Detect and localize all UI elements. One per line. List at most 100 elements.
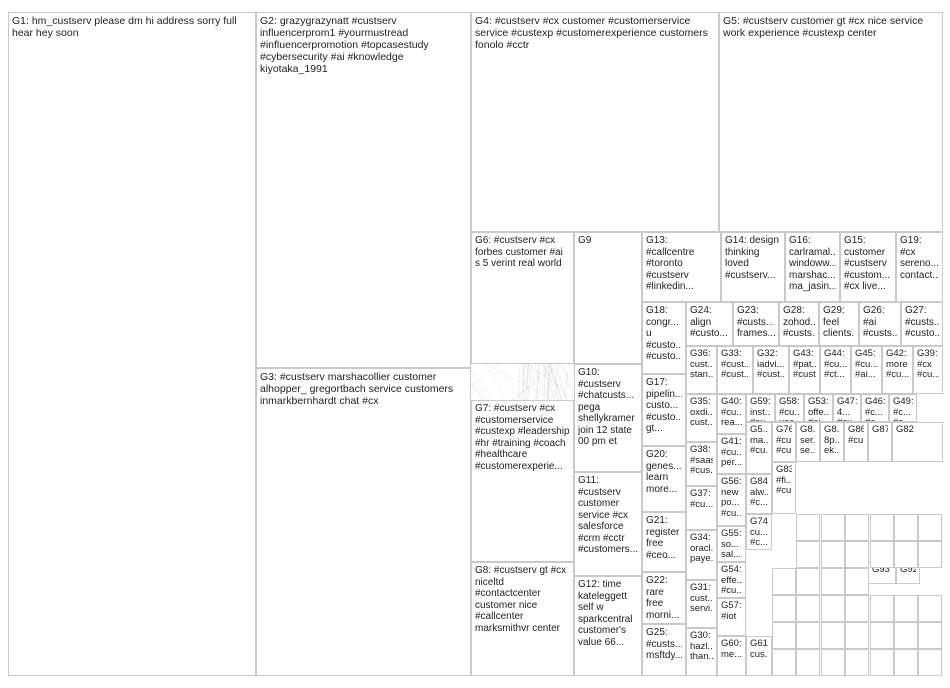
- group-panel-g10[interactable]: G10: #custserv #chatcusts... pega shelly…: [574, 364, 642, 472]
- group-panel-g8c[interactable]: G8... 8p... ek...: [820, 422, 844, 462]
- tiny-group-cell[interactable]: [918, 541, 942, 568]
- tiny-group-cell[interactable]: [772, 649, 796, 676]
- group-panel-g40[interactable]: G40: #cu... rea...: [717, 394, 746, 434]
- group-panel-g41[interactable]: G41: #cu... per...: [717, 434, 746, 474]
- tiny-group-cell[interactable]: [845, 514, 869, 541]
- group-panel-g56[interactable]: G56: new po... #cu...: [717, 474, 746, 526]
- tiny-group-cell[interactable]: [796, 541, 820, 568]
- tiny-group-cell[interactable]: [796, 568, 820, 595]
- group-panel-g17[interactable]: G17: pipelin... custo... #custo... gt...: [642, 374, 686, 446]
- tiny-group-cell[interactable]: [821, 622, 845, 649]
- group-panel-g31[interactable]: G31: cust... servi...: [686, 580, 717, 628]
- group-panel-g42[interactable]: G42: more #cu...: [882, 346, 913, 394]
- group-panel-g25[interactable]: G25: #custs... msftdy...: [642, 624, 686, 676]
- group-panel-g36[interactable]: G36: cust... stan...: [686, 346, 717, 394]
- group-panel-g6[interactable]: G6: #custserv #cx forbes customer #ai s …: [471, 232, 574, 364]
- group-panel-g14[interactable]: G14: design thinking loved #custserv...: [721, 232, 785, 302]
- tiny-group-cell[interactable]: [821, 514, 845, 541]
- group-panel-g82[interactable]: G82: [892, 422, 943, 462]
- group-panel-g4[interactable]: G4: #custserv #cx customer #customerserv…: [471, 12, 719, 232]
- tiny-group-cell[interactable]: [772, 568, 796, 595]
- group-panel-g3[interactable]: G3: #custserv marshacollier customer alh…: [256, 368, 471, 676]
- tiny-group-cell[interactable]: [796, 649, 820, 676]
- tiny-group-cell[interactable]: [918, 649, 942, 676]
- tiny-group-cell[interactable]: [870, 595, 894, 622]
- group-panel-g18[interactable]: G18: congr... u #custo... #custo...: [642, 302, 686, 374]
- tiny-group-cell[interactable]: [772, 622, 796, 649]
- group-panel-g30[interactable]: G30: hazl... than...: [686, 628, 717, 676]
- tiny-group-cell[interactable]: [821, 568, 845, 595]
- group-panel-g21[interactable]: G21: register free #ceo...: [642, 512, 686, 572]
- tiny-group-cell[interactable]: [918, 595, 942, 622]
- group-panel-g11[interactable]: G11: #custserv customer service #cx sale…: [574, 472, 642, 576]
- tiny-group-cell[interactable]: [870, 514, 894, 541]
- group-panel-g20[interactable]: G20: genes... learn more...: [642, 446, 686, 512]
- group-panel-g60[interactable]: G60: me...: [717, 636, 746, 676]
- tiny-group-cell[interactable]: [845, 595, 869, 622]
- tiny-group-cell[interactable]: [821, 541, 845, 568]
- group-panel-g87[interactable]: G87: [868, 422, 892, 462]
- group-panel-g38[interactable]: G38: #saas #cus...: [686, 442, 717, 486]
- group-panel-g54[interactable]: G54: effe... #cu...: [717, 562, 746, 598]
- tiny-group-cell[interactable]: [894, 649, 918, 676]
- group-panel-g13[interactable]: G13: #callcentre #toronto #custserv #lin…: [642, 232, 721, 302]
- group-panel-g8[interactable]: G8: #custserv gt #cx niceltd #contactcen…: [471, 562, 574, 676]
- group-panel-g9[interactable]: G9: [574, 232, 642, 364]
- tiny-group-cell[interactable]: [918, 622, 942, 649]
- tiny-group-cell[interactable]: [845, 568, 869, 595]
- group-panel-g1[interactable]: G1: hm_custserv please dm hi address sor…: [8, 12, 256, 676]
- group-panel-g83[interactable]: G83: #fi... #cu...: [772, 462, 796, 514]
- group-panel-g24[interactable]: G24: align #custo...: [686, 302, 733, 346]
- tiny-group-cell[interactable]: [845, 622, 869, 649]
- group-panel-g27[interactable]: G27: #custs... #custo...: [901, 302, 943, 346]
- tiny-group-cell[interactable]: [894, 595, 918, 622]
- group-panel-g28[interactable]: G28: zohod... #custs...: [779, 302, 819, 346]
- group-panel-g23[interactable]: G23: #custs... frames...: [733, 302, 779, 346]
- group-panel-g5[interactable]: G5: #custserv customer gt #cx nice servi…: [719, 12, 943, 232]
- group-panel-g32[interactable]: G32: iadvi... #cust...: [753, 346, 789, 394]
- group-panel-g45[interactable]: G45: #cu... #ai...: [851, 346, 882, 394]
- group-panel-g19[interactable]: G19: #cx sereno... contact...: [896, 232, 943, 302]
- tiny-group-cell[interactable]: [870, 649, 894, 676]
- group-panel-g59[interactable]: G59: inst... #cu...: [746, 394, 775, 422]
- group-panel-g35[interactable]: G35: oxdi... cust...: [686, 394, 717, 442]
- group-panel-g33[interactable]: G33: #cust... #cust...: [717, 346, 753, 394]
- group-panel-g53[interactable]: G53: offe... #ai...: [804, 394, 833, 422]
- tiny-group-cell[interactable]: [796, 595, 820, 622]
- tiny-group-cell[interactable]: [870, 541, 894, 568]
- group-panel-g57[interactable]: G57: #iot: [717, 598, 746, 636]
- group-panel-g39[interactable]: G39: #cx #cu...: [913, 346, 943, 394]
- group-panel-g7[interactable]: G7: #custserv #cx #customerservice #cust…: [471, 400, 574, 562]
- tiny-group-cell[interactable]: [894, 541, 918, 568]
- tiny-group-cell[interactable]: [845, 541, 869, 568]
- group-panel-g61[interactable]: G61: cus...: [746, 636, 772, 676]
- group-panel-g49[interactable]: G49: #c... #c...: [889, 394, 917, 422]
- tiny-group-cell[interactable]: [821, 649, 845, 676]
- group-panel-g58[interactable]: G58: #cu... use...: [775, 394, 804, 422]
- group-panel-g86[interactable]: G86: #cu...: [844, 422, 868, 462]
- group-panel-g47[interactable]: G47: 4... #cu...: [833, 394, 861, 422]
- group-panel-g8b[interactable]: G8... ser... se...: [796, 422, 820, 462]
- group-panel-g2[interactable]: G2: grazygrazynatt #custserv influencerp…: [256, 12, 471, 368]
- tiny-group-cell[interactable]: [918, 514, 942, 541]
- group-panel-g29[interactable]: G29: feel clients...: [819, 302, 859, 346]
- tiny-group-cell[interactable]: [796, 514, 820, 541]
- group-panel-g84[interactable]: G84: alw... #c...: [746, 474, 772, 514]
- group-panel-g34[interactable]: G34: oracl... paye...: [686, 530, 717, 580]
- tiny-group-cell[interactable]: [772, 595, 796, 622]
- group-panel-g16[interactable]: G16: carlramal... windoww... marshac... …: [785, 232, 840, 302]
- group-panel-g22[interactable]: G22: rare free morni...: [642, 572, 686, 624]
- tiny-group-cell[interactable]: [796, 622, 820, 649]
- tiny-group-cell[interactable]: [845, 649, 869, 676]
- group-panel-g12[interactable]: G12: time kateleggett self w sparkcentra…: [574, 576, 642, 676]
- group-panel-g74[interactable]: G74: cu... #c...: [746, 514, 772, 550]
- tiny-group-cell[interactable]: [870, 622, 894, 649]
- tiny-group-cell[interactable]: [894, 622, 918, 649]
- group-panel-g26[interactable]: G26: #ai #custs...: [859, 302, 901, 346]
- group-panel-g55[interactable]: G55: so... sal...: [717, 526, 746, 562]
- group-panel-g37[interactable]: G37: #cu...: [686, 486, 717, 530]
- group-panel-g46[interactable]: G46: #c... #c...: [861, 394, 889, 422]
- group-panel-g44[interactable]: G44: #cu... #ct...: [820, 346, 851, 394]
- tiny-group-cell[interactable]: [894, 514, 918, 541]
- group-panel-g15[interactable]: G15: customer #custserv #custom... #cx l…: [840, 232, 896, 302]
